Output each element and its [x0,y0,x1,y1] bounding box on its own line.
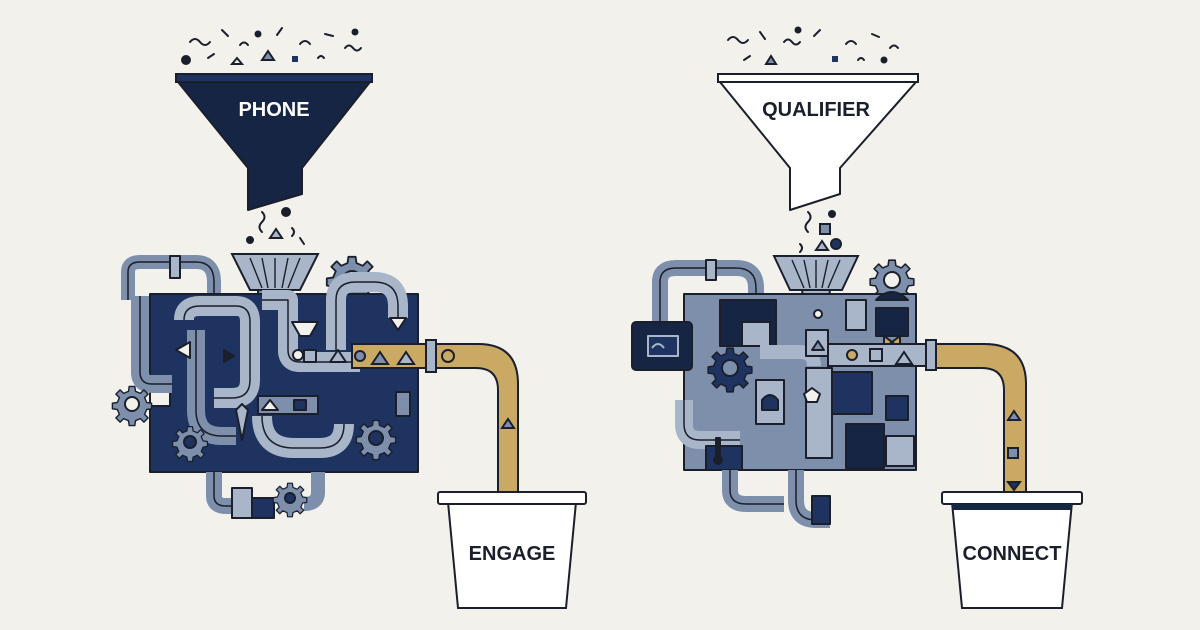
left-system: PHONE [111,27,587,609]
qualifier-funnel: QUALIFIER [717,73,919,211]
right-machine [631,259,917,528]
connect-bucket-label: CONNECT [963,543,1062,565]
phone-funnel-label: PHONE [238,99,309,121]
right-output-pipe [827,339,1027,497]
engage-bucket-label: ENGAGE [469,543,556,565]
left-falling-particles [246,207,305,245]
right-confetti-top [727,26,899,65]
right-falling-particles [799,210,842,253]
connect-bucket: CONNECT [941,491,1083,609]
left-confetti-top [181,27,362,65]
engage-bucket: ENGAGE [437,491,587,609]
phone-funnel: PHONE [175,73,373,211]
left-machine [111,255,419,519]
qualifier-funnel-label: QUALIFIER [762,99,870,121]
right-system: QUALIFIER [631,26,1083,609]
